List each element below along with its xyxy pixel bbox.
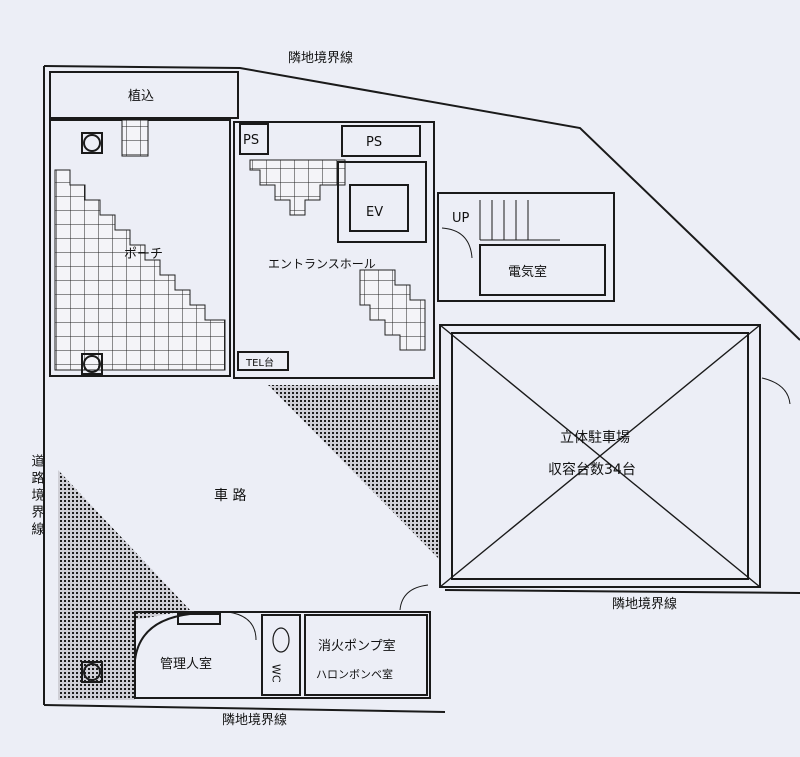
up-label: UP [452, 211, 470, 226]
entrance-hall-tiles-lower [359, 269, 426, 351]
column-marker-bottom [83, 663, 101, 681]
boundary-line-bottom [43, 704, 446, 713]
door-swing-pump [399, 584, 429, 611]
pump-room-box [304, 614, 428, 696]
parking-roof-lines [439, 324, 761, 588]
door-swing-parking [761, 377, 791, 405]
halon-room-label: ハロンボンベ室 [316, 667, 393, 681]
ps-left-label: PS [243, 133, 259, 148]
entrance-hall-tiles [249, 159, 346, 216]
column-marker-bottom-box [81, 661, 103, 683]
boundary-line-right [444, 589, 800, 594]
manager-room-label: 管理人室 [160, 656, 212, 672]
hatched-area-center [268, 385, 440, 560]
electric-room-box [479, 244, 606, 296]
wc-label: WC [270, 664, 283, 683]
door-swing-up [441, 227, 473, 259]
porch-tiles [54, 169, 226, 371]
driveway-label: 車 路 [214, 487, 246, 504]
hatched-area-left [58, 470, 190, 700]
porch-tile-strip [121, 119, 149, 157]
planting-label: 植込 [128, 89, 154, 104]
tel-table [237, 351, 289, 371]
ps-right-box [341, 125, 421, 157]
ev-shaft [337, 161, 427, 243]
tel-label: TEL台 [245, 356, 274, 369]
manager-room-arc [134, 613, 191, 661]
ps-right-label: PS [366, 135, 382, 150]
ev-car [349, 184, 409, 232]
boundary-label-top: 隣地境界線 [288, 50, 353, 66]
entrance-hall-area [233, 121, 435, 379]
stair-block [437, 192, 615, 302]
manager-counter [177, 613, 221, 625]
parking-structure-inner [451, 332, 749, 580]
stair-steps [479, 200, 560, 241]
column-marker-mid [83, 355, 101, 373]
ev-label: EV [366, 205, 383, 220]
service-block-outline [134, 611, 431, 699]
pump-room-label: 消火ポンプ室 [318, 638, 396, 654]
wc-box [261, 614, 301, 696]
parking-label-name: 立体駐車場 [560, 429, 630, 446]
wc-toilet [272, 627, 290, 653]
boundary-label-bottom: 隣地境界線 [222, 712, 287, 728]
ps-left-box [239, 123, 269, 155]
planting-area [49, 71, 239, 119]
door-swing-manager [227, 611, 257, 641]
parking-structure-outer [439, 324, 761, 588]
boundary-line-top [43, 65, 800, 341]
column-marker-top [83, 134, 101, 152]
boundary-label-road: 道路境界線 [29, 454, 45, 539]
column-marker-mid-box [81, 353, 103, 375]
electric-room-label: 電気室 [508, 264, 547, 280]
boundary-label-right: 隣地境界線 [612, 596, 677, 612]
parking-label-capacity: 収容台数34台 [548, 461, 636, 478]
porch-label: ポーチ [124, 247, 163, 262]
entrance-hall-label: エントランスホール [268, 257, 376, 271]
column-marker-top-box [81, 132, 103, 154]
